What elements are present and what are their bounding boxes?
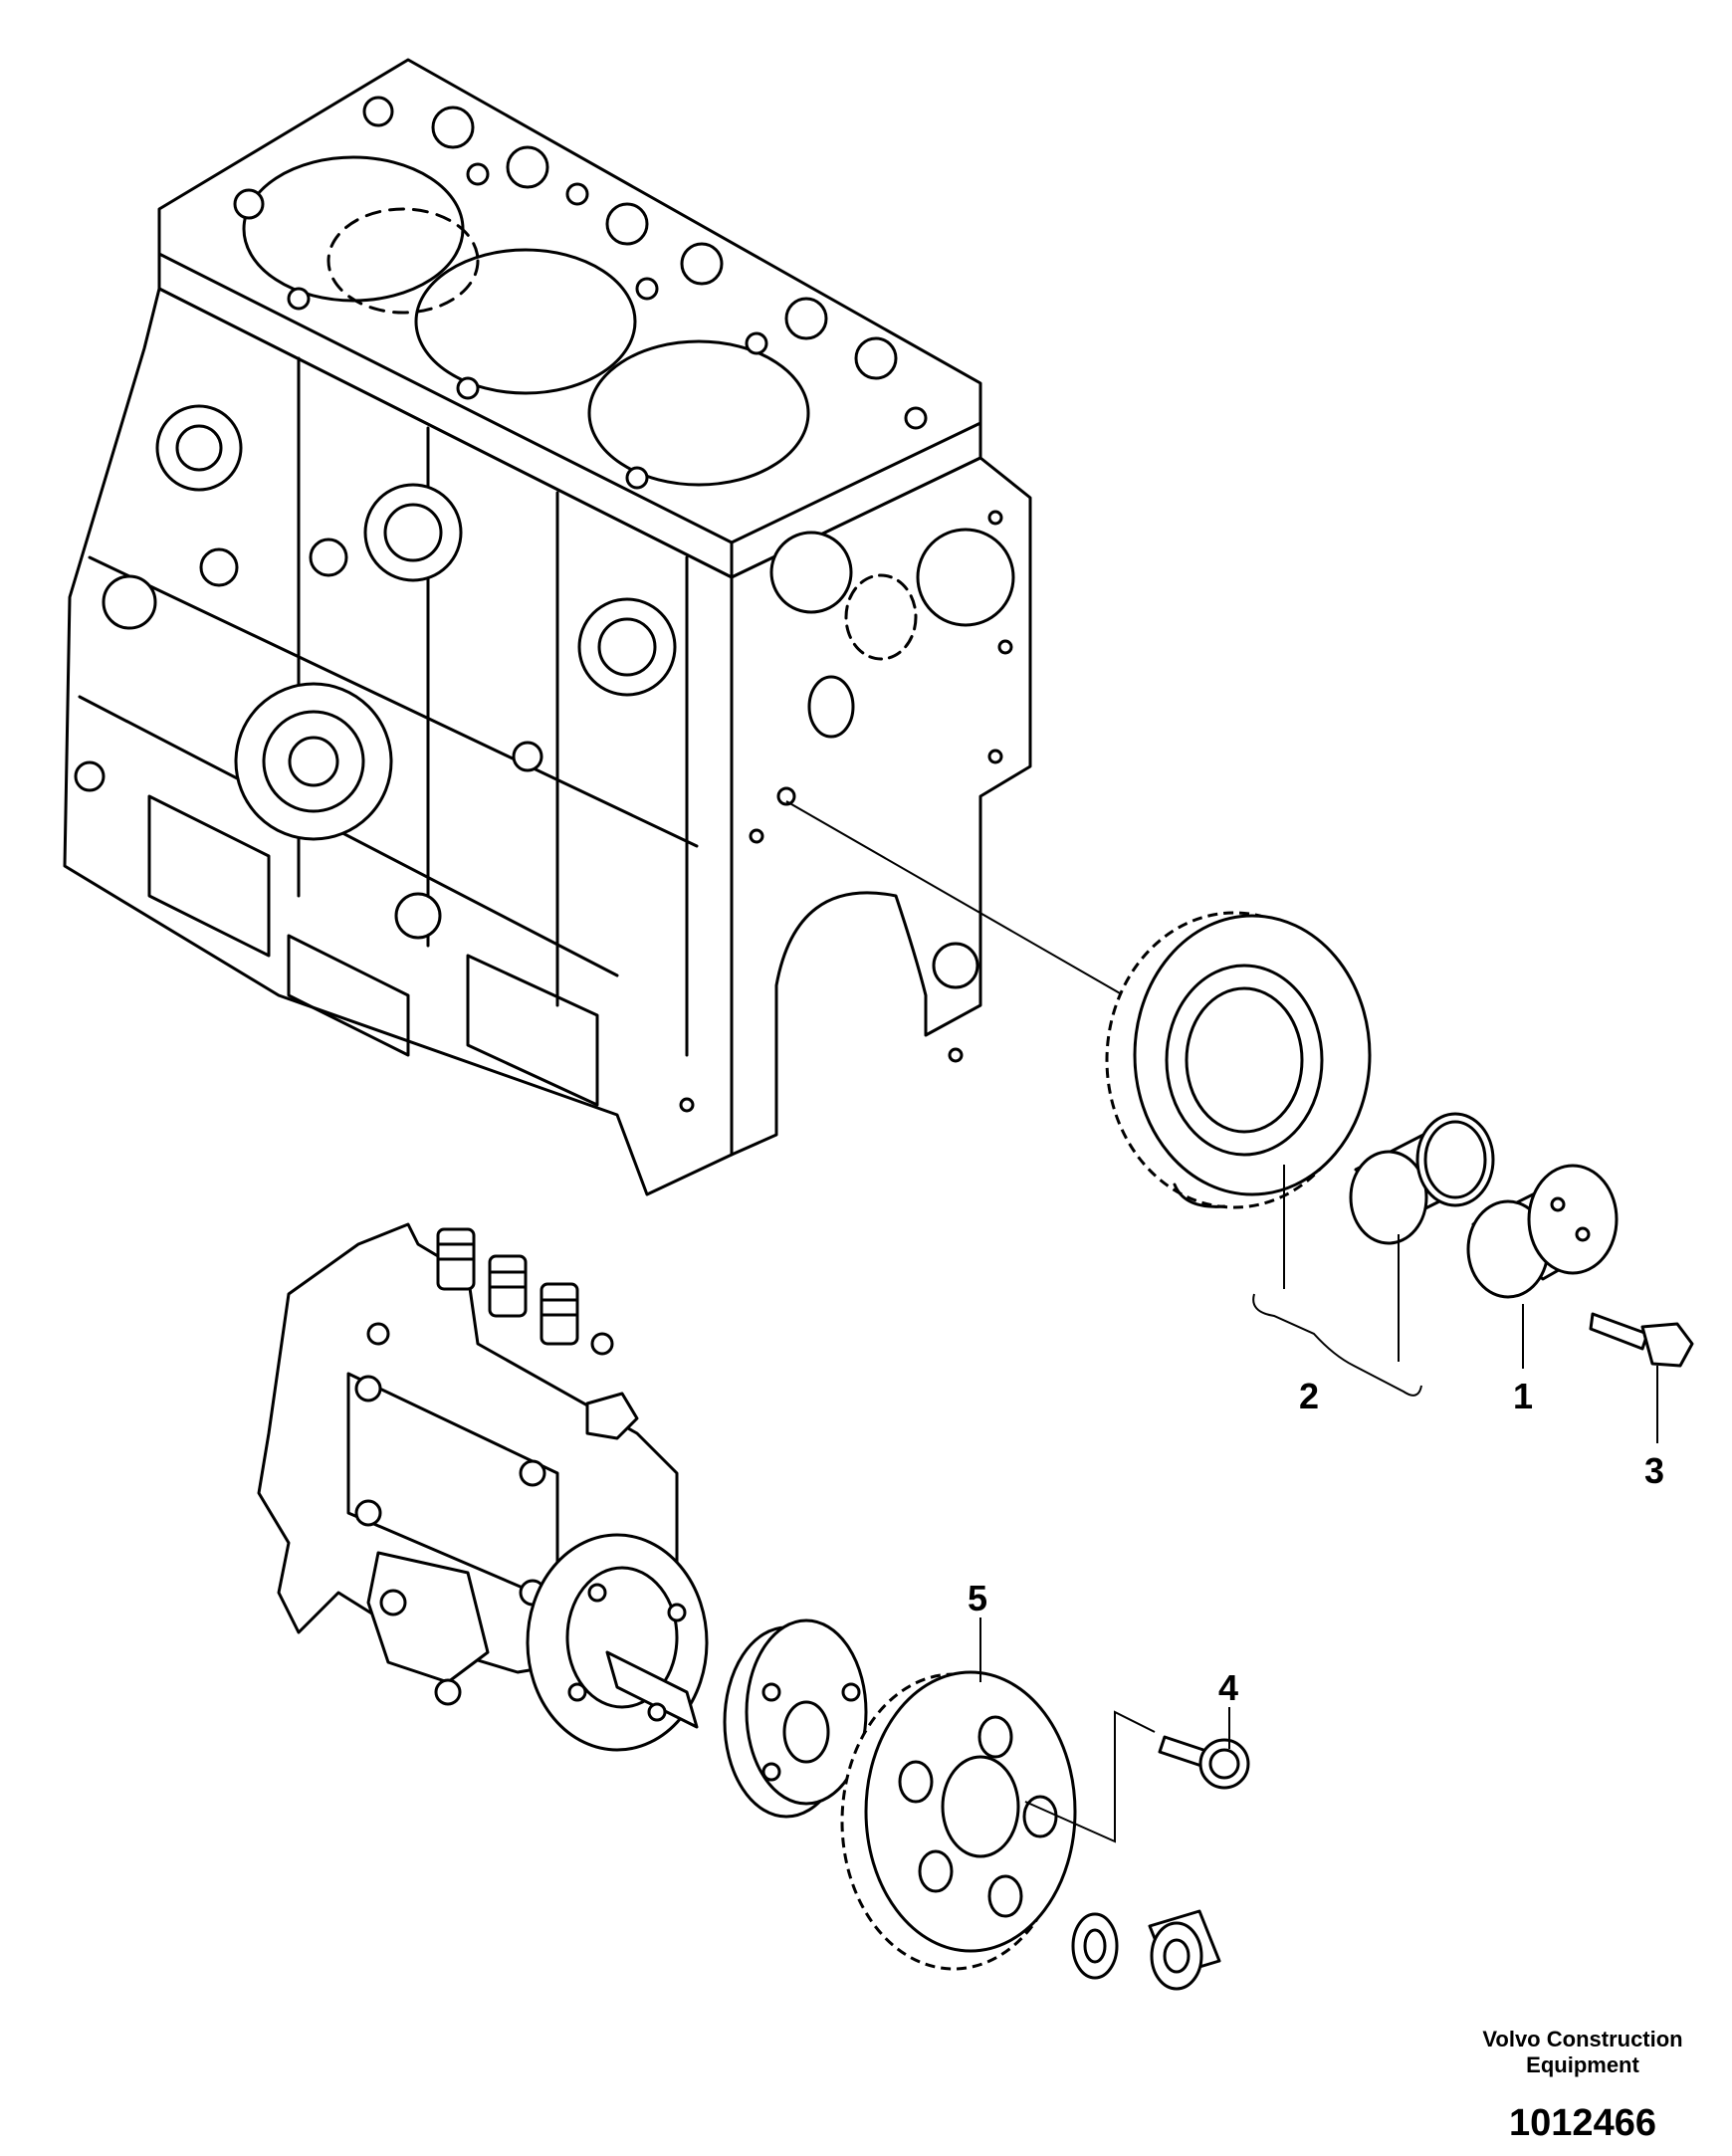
company-name-line2: Equipment xyxy=(1526,2052,1639,2077)
callout-3: 3 xyxy=(1644,1450,1664,1491)
engine-block xyxy=(63,58,1032,1196)
nut xyxy=(1158,1735,1250,1790)
injection-pump xyxy=(257,1222,709,1752)
company-name: Volvo Construction Equipment xyxy=(1463,2027,1702,2078)
pump-gear xyxy=(840,1670,1077,1971)
lock-washer xyxy=(1071,1912,1119,1980)
bolt xyxy=(1589,1312,1694,1368)
callout-leaders xyxy=(979,1165,1658,1749)
idler-shaft xyxy=(1466,1164,1619,1299)
company-name-line1: Volvo Construction xyxy=(1482,2027,1683,2051)
drawing-number: 1012466 xyxy=(1509,2102,1656,2144)
callout-1: 1 xyxy=(1513,1376,1533,1416)
sleeve-nut xyxy=(1148,1909,1221,1991)
callout-5: 5 xyxy=(968,1578,987,1618)
pump-coupling xyxy=(723,1618,868,1819)
bushing xyxy=(1349,1112,1495,1245)
callout-4: 4 xyxy=(1218,1667,1238,1708)
assembly-leader-line xyxy=(785,800,1156,1014)
idler-gear xyxy=(1105,911,1372,1209)
nut-leader-line xyxy=(1024,1710,1156,1843)
callout-2: 2 xyxy=(1299,1376,1319,1416)
